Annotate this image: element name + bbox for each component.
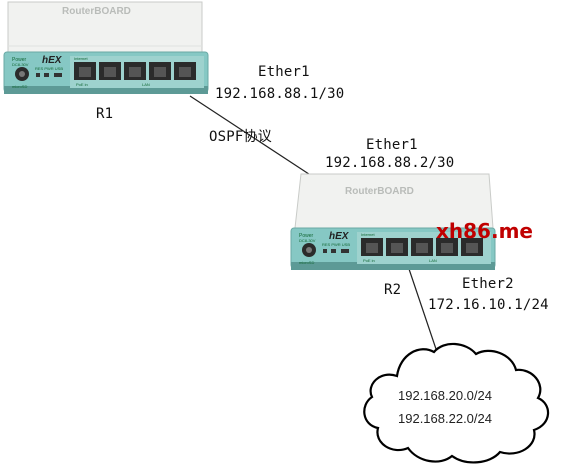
- router-r1: RouterBOARD Power DC8-30V hEX RES PWR US…: [3, 1, 209, 94]
- router-brand: RouterBOARD: [62, 6, 131, 17]
- svg-text:RES PWR USB: RES PWR USB: [322, 242, 350, 247]
- svg-text:DC8-30V: DC8-30V: [12, 62, 29, 67]
- router-r2: RouterBOARD Power DC8-30V hEX RES PWR US…: [290, 173, 496, 270]
- svg-text:PoE in: PoE in: [363, 258, 375, 263]
- svg-text:RouterBOARD: RouterBOARD: [345, 186, 414, 197]
- r2-interface-label: Ether1: [366, 137, 418, 153]
- svg-text:hEX: hEX: [42, 55, 63, 66]
- svg-text:Internet: Internet: [74, 56, 88, 61]
- lan-cloud: [363, 342, 550, 464]
- svg-text:Power: Power: [12, 57, 27, 63]
- r2-interface2-label: Ether2: [462, 276, 514, 292]
- svg-text:DC8-30V: DC8-30V: [299, 238, 316, 243]
- svg-text:Power: Power: [299, 233, 314, 239]
- svg-text:microSD: microSD: [299, 260, 314, 265]
- r1-interface-label: Ether1: [258, 64, 310, 80]
- lan-link-line: [407, 265, 438, 353]
- svg-text:Internet: Internet: [361, 232, 375, 237]
- svg-text:RES PWR USB: RES PWR USB: [35, 66, 63, 71]
- r1-name-label: R1: [96, 106, 114, 122]
- r2-name-label: R2: [384, 282, 402, 298]
- link-protocol-label: OSPF协议: [209, 129, 272, 145]
- svg-text:microSD: microSD: [12, 84, 27, 89]
- svg-text:LAN: LAN: [429, 258, 437, 263]
- ospf-link-line: [189, 95, 319, 181]
- watermark: xh86.me: [436, 219, 533, 243]
- cloud-network-1: 192.168.20.0/24: [398, 388, 492, 403]
- r2-ip2-label: 172.16.10.1/24: [428, 297, 549, 313]
- r1-ip-label: 192.168.88.1/30: [215, 86, 345, 102]
- svg-text:hEX: hEX: [329, 231, 350, 242]
- r2-ip-label: 192.168.88.2/30: [325, 155, 455, 171]
- svg-text:PoE in: PoE in: [76, 82, 88, 87]
- cloud-network-2: 192.168.22.0/24: [398, 411, 492, 426]
- svg-text:LAN: LAN: [142, 82, 150, 87]
